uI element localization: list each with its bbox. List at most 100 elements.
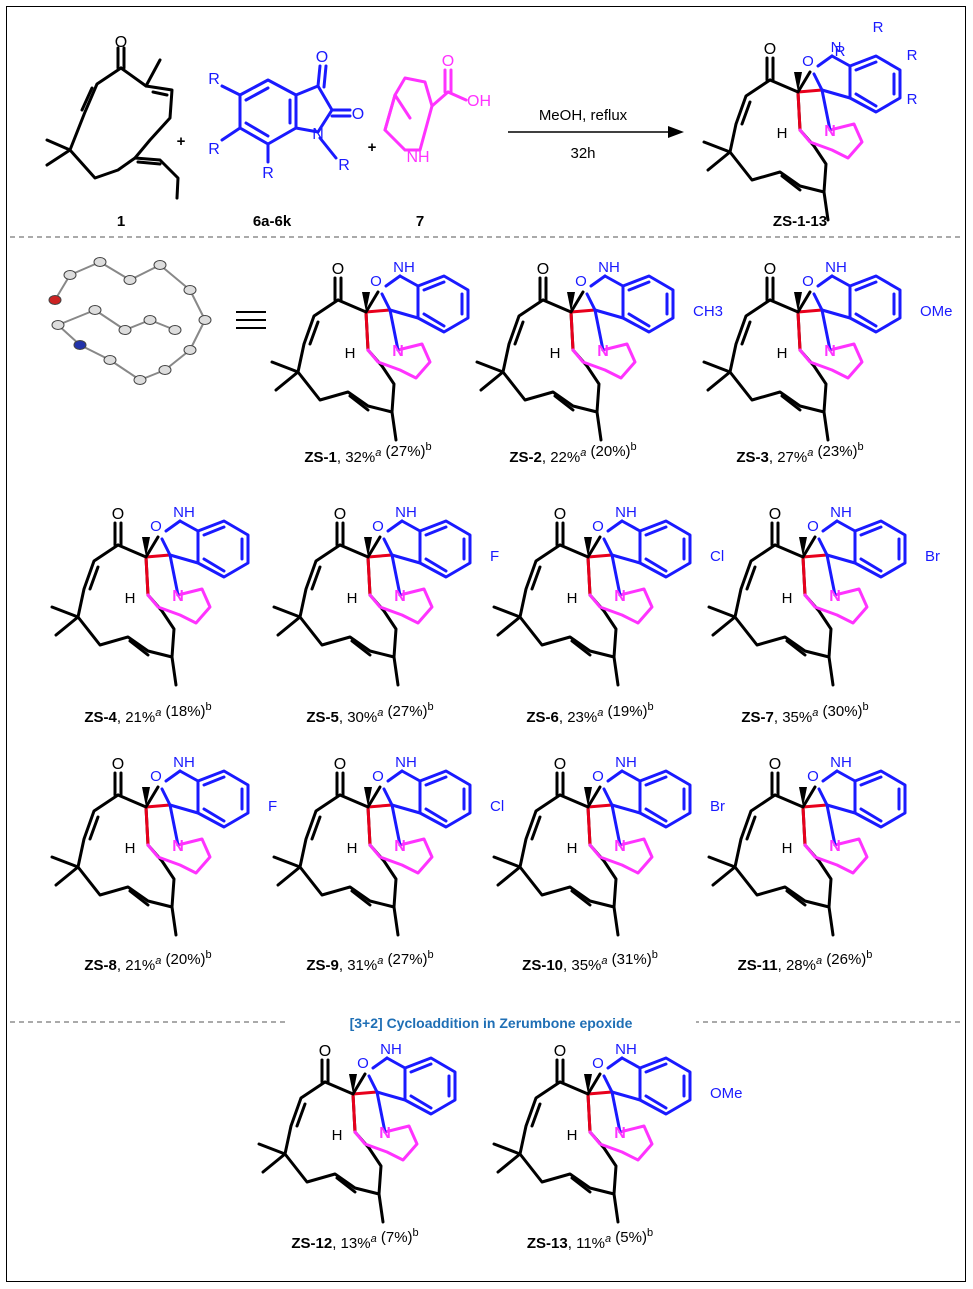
atom-nh: NH [615, 754, 637, 771]
aromatic-bond [627, 312, 651, 328]
substituent-r: R [873, 19, 884, 36]
atom-nh: N [831, 39, 842, 56]
atom-o: O [112, 756, 124, 773]
atom-o: O [769, 756, 781, 773]
atom-h: H [777, 125, 788, 142]
methyl-bond [496, 865, 522, 887]
spiro-bond [825, 803, 837, 847]
double-bond [780, 394, 802, 412]
ortep-atom [198, 315, 212, 325]
compound-caption: ZS-6, 23%a (19%)b [526, 701, 653, 726]
bond [796, 70, 812, 94]
ortep-atom [51, 320, 65, 330]
carbonyl-bond [817, 537, 829, 557]
atom-o: O [575, 273, 587, 290]
atom-nh: NH [825, 259, 847, 276]
atom-nh: NH [380, 1041, 402, 1058]
atom-n: N [824, 343, 836, 360]
bond [144, 535, 160, 559]
pyrrolidine-bond [798, 342, 864, 380]
atom-h: H [567, 590, 578, 607]
ring-bond [830, 274, 852, 288]
atom-n: N [379, 1125, 391, 1142]
double-bond [350, 889, 372, 907]
double-bond [88, 565, 100, 591]
ortep-atom [123, 275, 137, 285]
double-bond [745, 565, 757, 591]
compound-caption: ZS-2, 22%a (20%)b [509, 441, 636, 466]
zerumbone-structure [45, 46, 180, 200]
lactam-bond [821, 769, 839, 783]
condition-top: MeOH, reflux [539, 107, 628, 124]
new-bond [586, 553, 614, 559]
methyl-bond [711, 865, 737, 887]
pyrrolidine-bond [803, 837, 869, 875]
atom-nh: NH [830, 504, 852, 521]
carbonyl-bond [585, 292, 597, 312]
ortep-atom [63, 270, 77, 280]
substituent-r: R [262, 165, 274, 182]
pyrrolidine-bond [146, 587, 212, 625]
bond [569, 290, 585, 314]
carbonyl-bond [380, 292, 392, 312]
carbonyl-bond [602, 1074, 614, 1094]
bond [366, 535, 382, 559]
ring-bond [338, 793, 370, 809]
double-bond [128, 889, 150, 907]
ortep-atom [48, 295, 62, 305]
ortep-bond [94, 309, 126, 331]
spiro-bond [610, 803, 622, 847]
atom-o: O [150, 518, 162, 535]
compound-caption: ZS-3, 27%a (23%)b [736, 441, 863, 466]
substituent-label: CH3 [693, 303, 723, 320]
substituent-r: R [208, 141, 220, 158]
atom-h: H [567, 1127, 578, 1144]
ring-bond [168, 553, 200, 565]
ring-bond [835, 519, 857, 533]
atom-n: N [394, 838, 406, 855]
methyl-bond [274, 370, 300, 392]
bond [351, 1072, 367, 1096]
new-bond [796, 90, 802, 132]
aromatic-bond [627, 280, 651, 292]
ortep-atom [168, 325, 182, 335]
new-bond [796, 88, 824, 94]
new-bond [144, 803, 172, 809]
new-bond [586, 805, 592, 847]
spiro-bond [610, 1090, 622, 1134]
atom-h: H [777, 345, 788, 362]
atom-o: O [332, 261, 344, 278]
aromatic-bond [424, 807, 448, 823]
atom-o: O [807, 518, 819, 535]
spiro-bond [825, 553, 837, 597]
atom-n: N [829, 838, 841, 855]
wedge-bond [799, 537, 807, 557]
ortep-atom [88, 305, 102, 315]
ring-bond [610, 1090, 642, 1102]
aromatic-bond [644, 1062, 668, 1074]
bond [364, 290, 380, 314]
new-bond [364, 308, 392, 314]
macrocycle-bond [296, 298, 398, 442]
atom-n: N [172, 588, 184, 605]
ring-bond [610, 803, 642, 815]
ortep-bond [109, 359, 141, 381]
ortep-bond [159, 264, 191, 291]
spiro-bond [388, 308, 400, 352]
atom-o: O [769, 506, 781, 523]
double-bond [348, 394, 370, 412]
compound-caption: ZS-1, 32%a (27%)b [304, 441, 431, 466]
ortep-atom [183, 285, 197, 295]
new-bond [569, 308, 597, 314]
macrocycle-bond [733, 793, 835, 937]
